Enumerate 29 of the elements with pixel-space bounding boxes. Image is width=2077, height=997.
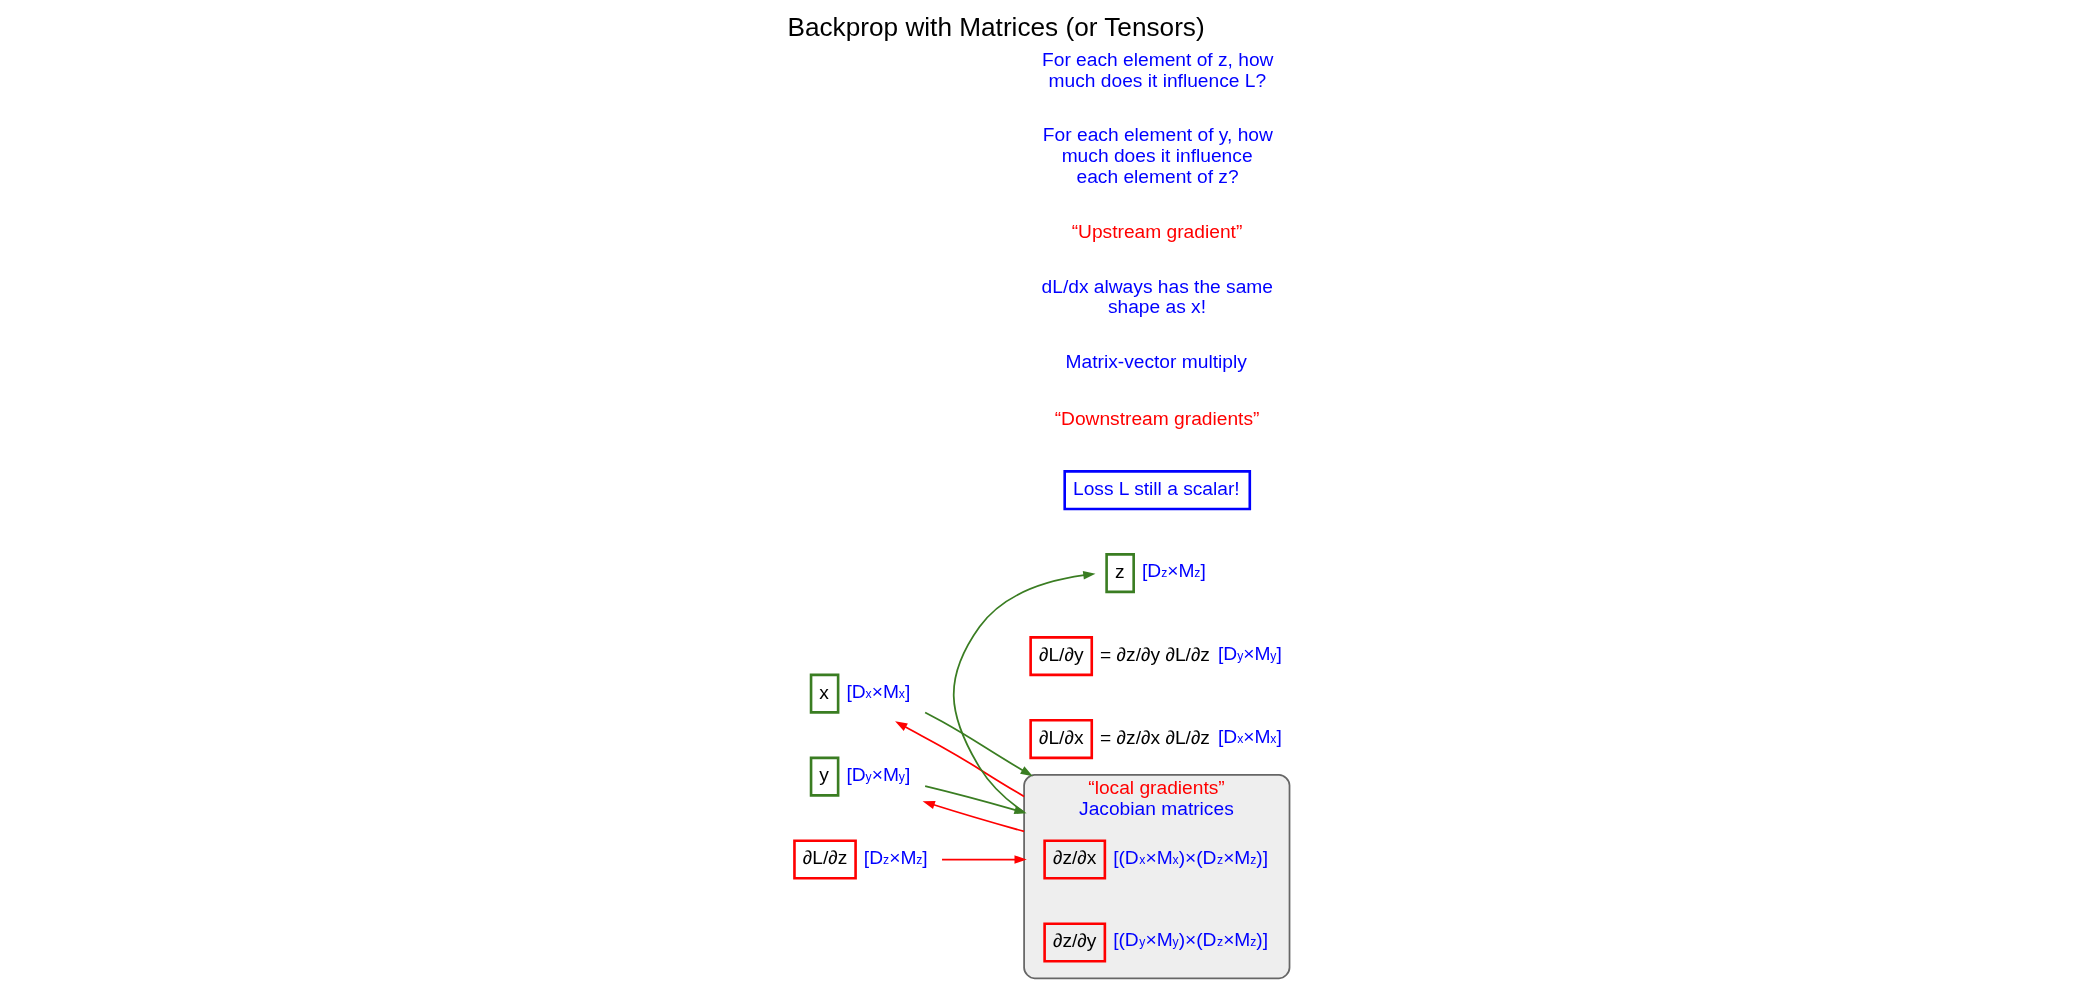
node-label: [(Dy×My)×(Dz×Mz)] xyxy=(1113,929,1269,951)
node-label: = ∂z/∂y ∂L/∂z xyxy=(1100,643,1210,665)
node-box: ∂z/∂y xyxy=(1043,922,1107,963)
node-box: x xyxy=(809,673,840,714)
label: dL/dx always has the same shape as x! xyxy=(1041,275,1274,318)
label: For each element of z, how much does it influence L? xyxy=(1041,49,1274,92)
node-label: = ∂z/∂x ∂L/∂z xyxy=(1100,726,1210,748)
arrow xyxy=(895,721,1025,798)
arrow xyxy=(924,711,1033,777)
node-box: ∂L/∂z xyxy=(793,839,857,880)
label: “Upstream gradient” xyxy=(1071,220,1243,242)
diagram-title: Backprop with Matrices (or Tensors) xyxy=(787,12,1205,43)
node-box: y xyxy=(809,756,840,797)
node-box: ∂L/∂y xyxy=(1029,636,1094,677)
label: For each element of y, how much does it influence each element of z? xyxy=(1042,123,1273,187)
node-label: [Dz×Mz] xyxy=(863,846,928,868)
node-box: z xyxy=(1105,553,1135,594)
node-box: Loss L still a scalar! xyxy=(1063,470,1252,511)
node-label: [Dy×My] xyxy=(846,763,911,785)
node-label: [Dx×Mx] xyxy=(846,680,911,702)
node-label: [(Dx×Mx)×(Dz×Mz)] xyxy=(1113,846,1269,868)
node-label: [Dx×Mx] xyxy=(1217,726,1282,748)
node-box: ∂z/∂x xyxy=(1043,839,1107,880)
label: Matrix-vector multiply xyxy=(1065,351,1247,373)
node-label: [Dy×My] xyxy=(1217,643,1282,665)
arrow xyxy=(941,855,1027,864)
label: “Downstream gradients” xyxy=(1054,408,1260,430)
node-box: ∂L/∂x xyxy=(1029,718,1094,760)
node-label: [Dz×Mz] xyxy=(1141,560,1206,582)
